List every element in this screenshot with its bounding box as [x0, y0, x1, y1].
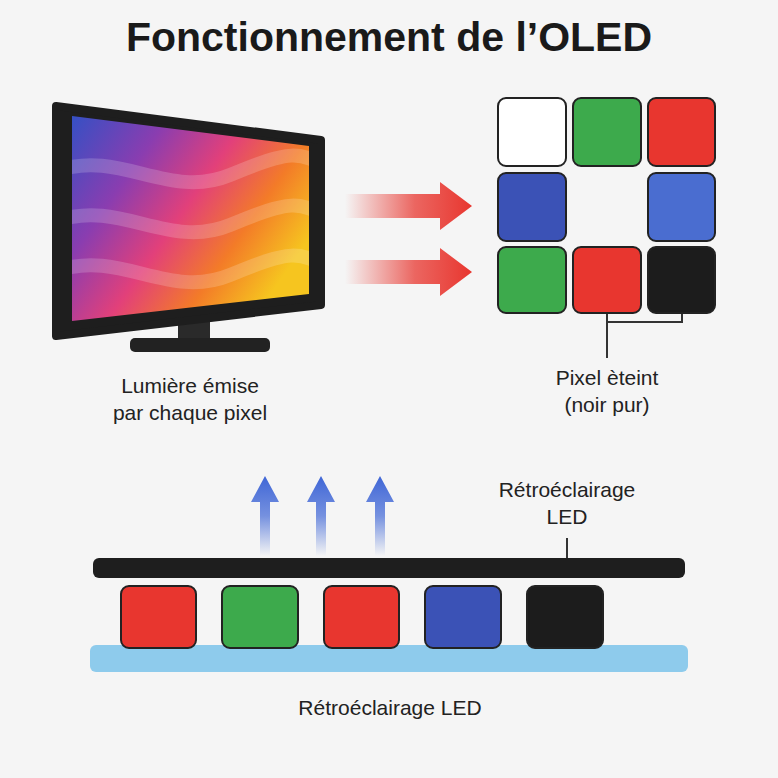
diagram-title: Fonctionnement de l’OLED: [0, 14, 778, 61]
black-layer: [93, 558, 685, 578]
screen-waves: [60, 156, 330, 283]
pixel-black: [648, 247, 715, 313]
off-pixel-label: Pixel èteint (noir pur): [543, 364, 671, 419]
red-arrow: [345, 248, 472, 296]
backlight-bar: [90, 645, 688, 672]
subpixel-blue: [425, 586, 501, 648]
red-arrow: [345, 182, 472, 230]
blue-arrow: [307, 476, 335, 556]
blue-arrow: [366, 476, 394, 556]
pixel-green: [573, 98, 641, 166]
subpixel-black: [527, 586, 603, 648]
blue-arrow: [251, 476, 279, 556]
emission-arrows: [345, 182, 472, 296]
pixel-red: [573, 247, 641, 313]
backlight-label: Rétroéclairage LED: [250, 694, 530, 721]
tv-caption: Lumière émise par chaque pixel: [106, 372, 274, 427]
pixel-white: [498, 98, 566, 166]
subpixel-green: [222, 586, 298, 648]
pixel-red: [648, 98, 715, 166]
pixel-blue: [498, 173, 566, 241]
light-arrows: [251, 476, 394, 556]
pixel-grid: [498, 98, 715, 313]
pixel-bracket: [607, 314, 682, 358]
pixel-blue: [648, 173, 715, 241]
backlight-label: Rétroéclairage LED: [490, 476, 645, 531]
pixel-green: [498, 247, 566, 313]
tv-illustration: [56, 106, 330, 352]
leader-line: [566, 538, 568, 558]
subpixel-red: [324, 586, 399, 648]
tv-base: [130, 338, 270, 352]
subpixel-row: [121, 586, 603, 648]
subpixel-red: [121, 586, 196, 648]
